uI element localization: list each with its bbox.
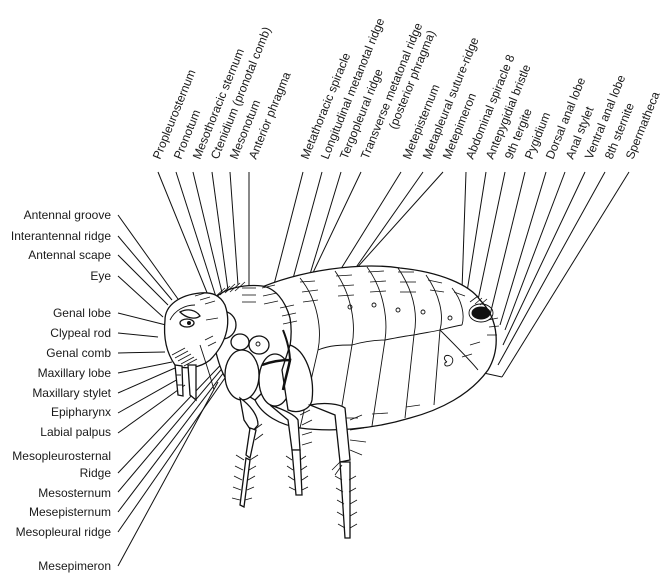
hind-femur bbox=[307, 402, 351, 463]
thorax bbox=[207, 281, 314, 413]
fore-coxa bbox=[224, 349, 260, 401]
label-genal-lobe: Genal lobe bbox=[53, 306, 111, 320]
label-labial-palpus: Labial palpus bbox=[40, 425, 111, 439]
fore-femur bbox=[239, 396, 259, 434]
head bbox=[163, 292, 229, 402]
top-labels: Propleurosternum Pronotum Mesothoracic s… bbox=[150, 16, 663, 161]
mid-tarsus bbox=[291, 449, 303, 496]
fore-tarsus bbox=[239, 457, 251, 508]
label-epipharynx: Epipharynx bbox=[51, 405, 111, 419]
pygidium bbox=[471, 306, 491, 320]
label-ridge: Ridge bbox=[80, 466, 112, 480]
label-interantennal-ridge: Interantennal ridge bbox=[11, 229, 111, 243]
flea-body bbox=[163, 265, 500, 539]
maxillary-stylet bbox=[199, 344, 215, 391]
label-mesopleurosternal: Mesopleurosternal bbox=[12, 449, 111, 463]
label-maxillary-lobe: Maxillary lobe bbox=[38, 366, 112, 380]
label-antennal-scape: Antennal scape bbox=[28, 248, 111, 262]
label-mesepimeron: Mesepimeron bbox=[38, 559, 111, 573]
label-clypeal-rod: Clypeal rod bbox=[50, 326, 111, 340]
label-mesepisternum: Mesepisternum bbox=[29, 505, 111, 519]
antenna bbox=[178, 309, 201, 319]
label-antennal-groove: Antennal groove bbox=[24, 208, 112, 222]
genal-comb bbox=[171, 347, 198, 367]
eye-pupil bbox=[187, 321, 191, 325]
label-eye: Eye bbox=[90, 269, 111, 283]
left-labels: Antennal groove Interantennal ridge Ante… bbox=[11, 208, 112, 573]
label-maxillary-stylet: Maxillary stylet bbox=[32, 386, 111, 400]
fore-tibia bbox=[245, 427, 257, 460]
abdominal-bristles bbox=[299, 270, 500, 419]
hind-tarsus bbox=[339, 461, 351, 539]
mesothorax-plate bbox=[230, 333, 250, 351]
metathorax-plate bbox=[248, 335, 270, 355]
label-mesopleural-ridge: Mesopleural ridge bbox=[16, 525, 112, 539]
spiracles bbox=[347, 302, 453, 321]
spermatheca bbox=[443, 355, 454, 367]
legs bbox=[231, 396, 367, 539]
abdominal-segments bbox=[299, 266, 479, 431]
leader-lines-left bbox=[117, 214, 244, 567]
label-mesosternum: Mesosternum bbox=[38, 486, 111, 500]
metathoracic-spiracle bbox=[255, 341, 261, 347]
label-genal-comb: Genal comb bbox=[46, 346, 111, 360]
labial-palpus bbox=[187, 364, 197, 402]
